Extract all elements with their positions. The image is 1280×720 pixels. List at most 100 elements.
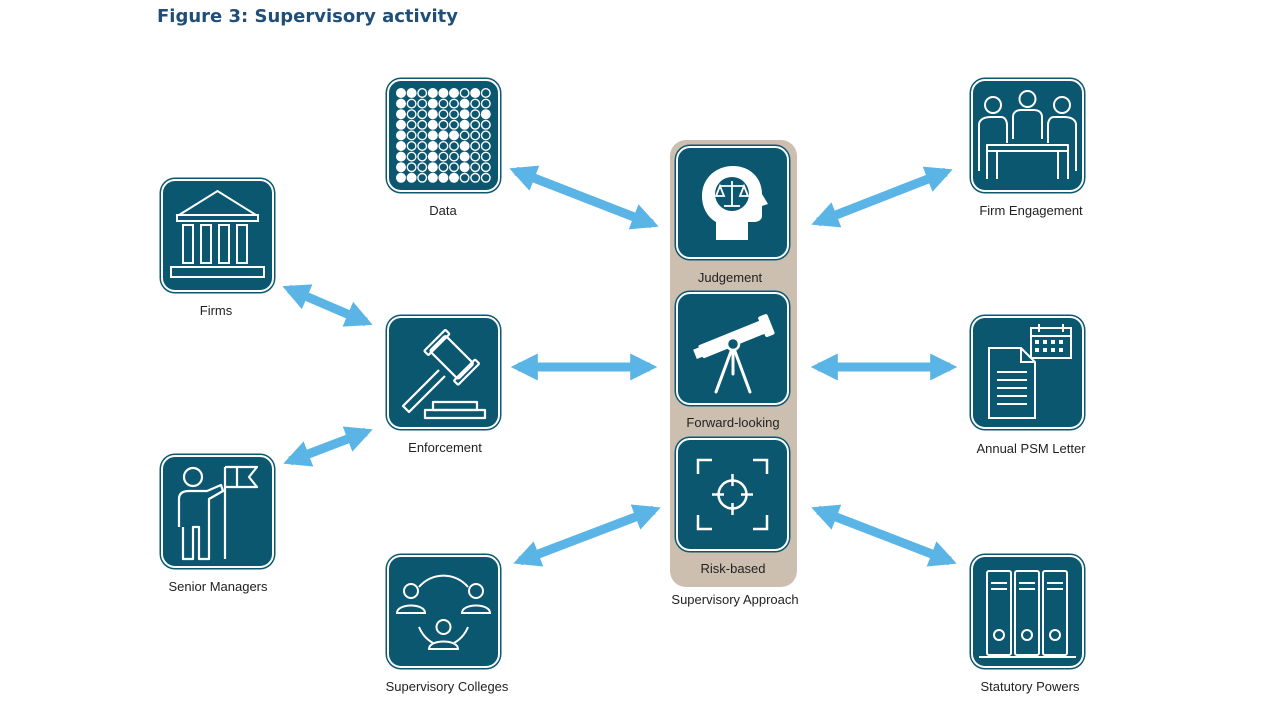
telescope-icon: [693, 314, 775, 394]
data-dot: [459, 87, 470, 99]
data-dot: [449, 98, 460, 109]
data-dot: [480, 109, 491, 120]
data-dot: [470, 141, 481, 152]
data-dot: [459, 151, 470, 162]
data-dot: [427, 98, 438, 109]
data-dot: [406, 119, 417, 130]
data-dot: [427, 119, 438, 130]
data-dot: [406, 87, 417, 99]
arrow-firms-enforcement: [282, 284, 373, 327]
data-dot: [449, 87, 460, 99]
senior-managers-label: Senior Managers: [168, 579, 268, 594]
arrow-risk-based-statutory-powers: [811, 504, 957, 567]
enforcement-tile: [387, 316, 500, 429]
data-dot: [427, 141, 438, 152]
data-dot: [438, 109, 449, 120]
data-dot: [449, 172, 460, 183]
data-dot: [459, 141, 470, 152]
data-dot: [470, 130, 481, 141]
data-dot: [459, 109, 470, 120]
senior-managers-tile: [161, 455, 274, 568]
statutory-powers-label: Statutory Powers: [980, 679, 1080, 694]
statutory-powers-tile: [971, 555, 1084, 668]
meeting-icon: [978, 90, 1077, 179]
data-dot: [417, 151, 428, 162]
data-dot: [406, 109, 417, 120]
data-dot: [438, 130, 449, 141]
risk-based-label: Risk-based: [700, 561, 766, 576]
annual-psm-letter-label: Annual PSM Letter: [976, 441, 1086, 456]
data-dot: [449, 151, 460, 162]
data-dot: [427, 109, 438, 120]
data-dot: [417, 162, 428, 173]
data-dot: [417, 130, 428, 141]
data-dot: [438, 87, 449, 99]
data-dot: [470, 109, 481, 120]
data-dot: [449, 162, 460, 173]
data-dot: [427, 172, 438, 183]
data-dot: [417, 109, 428, 120]
arrow-data-judgement: [509, 165, 659, 230]
firm-engagement-tile: [971, 79, 1084, 192]
data-dot: [395, 130, 407, 141]
data-dot: [395, 98, 407, 109]
data-dot: [438, 162, 449, 173]
data-dot: [395, 87, 407, 99]
data-dot: [480, 130, 491, 141]
data-dot: [480, 119, 491, 130]
judgement-label: Judgement: [697, 270, 763, 285]
forward-looking-tile: [676, 292, 789, 405]
firms-label: Firms: [199, 303, 233, 318]
data-dot: [406, 151, 417, 162]
data-dot: [459, 162, 470, 173]
data-dot: [470, 172, 481, 183]
data-dot: [417, 141, 428, 152]
dot-grid-icon: [395, 87, 491, 183]
data-dot: [480, 98, 491, 109]
data-dot: [438, 98, 449, 109]
data-dot: [417, 87, 428, 99]
data-dot: [427, 87, 438, 99]
data-dot: [395, 141, 407, 152]
data-dot: [395, 162, 407, 173]
data-dot: [406, 98, 417, 109]
data-dot: [417, 172, 428, 183]
data-dot: [449, 109, 460, 120]
data-dot: [480, 172, 491, 183]
person-flag-icon: [177, 465, 259, 561]
enforcement-label: Enforcement: [408, 440, 482, 455]
arrow-enforcement-senior-managers: [283, 426, 373, 467]
risk-based-tile: [676, 438, 789, 551]
data-dot: [427, 162, 438, 173]
annual-psm-letter-tile: [971, 316, 1084, 429]
data-dot: [470, 87, 481, 99]
data-dot: [470, 119, 481, 130]
data-dot: [480, 87, 491, 99]
data-dot: [406, 130, 417, 141]
data-dot: [438, 151, 449, 162]
arrow-firm-engagement-judgement: [811, 166, 953, 228]
data-dot: [406, 162, 417, 173]
data-dot: [417, 119, 428, 130]
data-dot: [459, 119, 470, 130]
people-network-icon: [395, 574, 492, 650]
data-dot: [449, 141, 460, 152]
data-dot: [470, 151, 481, 162]
firm-engagement-label: Firm Engagement: [979, 203, 1083, 218]
data-dot: [459, 98, 470, 109]
data-dot: [480, 162, 491, 173]
forward-looking-label: Forward-looking: [686, 415, 780, 430]
data-dot: [459, 172, 470, 183]
data-dot: [438, 119, 449, 130]
data-dot: [427, 151, 438, 162]
judgement-tile: [676, 146, 789, 259]
data-tile: [387, 79, 500, 192]
data-dot: [470, 162, 481, 173]
binders-icon: [979, 570, 1076, 658]
head-scales-icon: [702, 166, 768, 240]
data-dot: [395, 119, 407, 130]
data-dot: [438, 141, 449, 152]
data-dot: [395, 172, 407, 183]
data-dot: [438, 172, 449, 183]
data-dot: [427, 130, 438, 141]
